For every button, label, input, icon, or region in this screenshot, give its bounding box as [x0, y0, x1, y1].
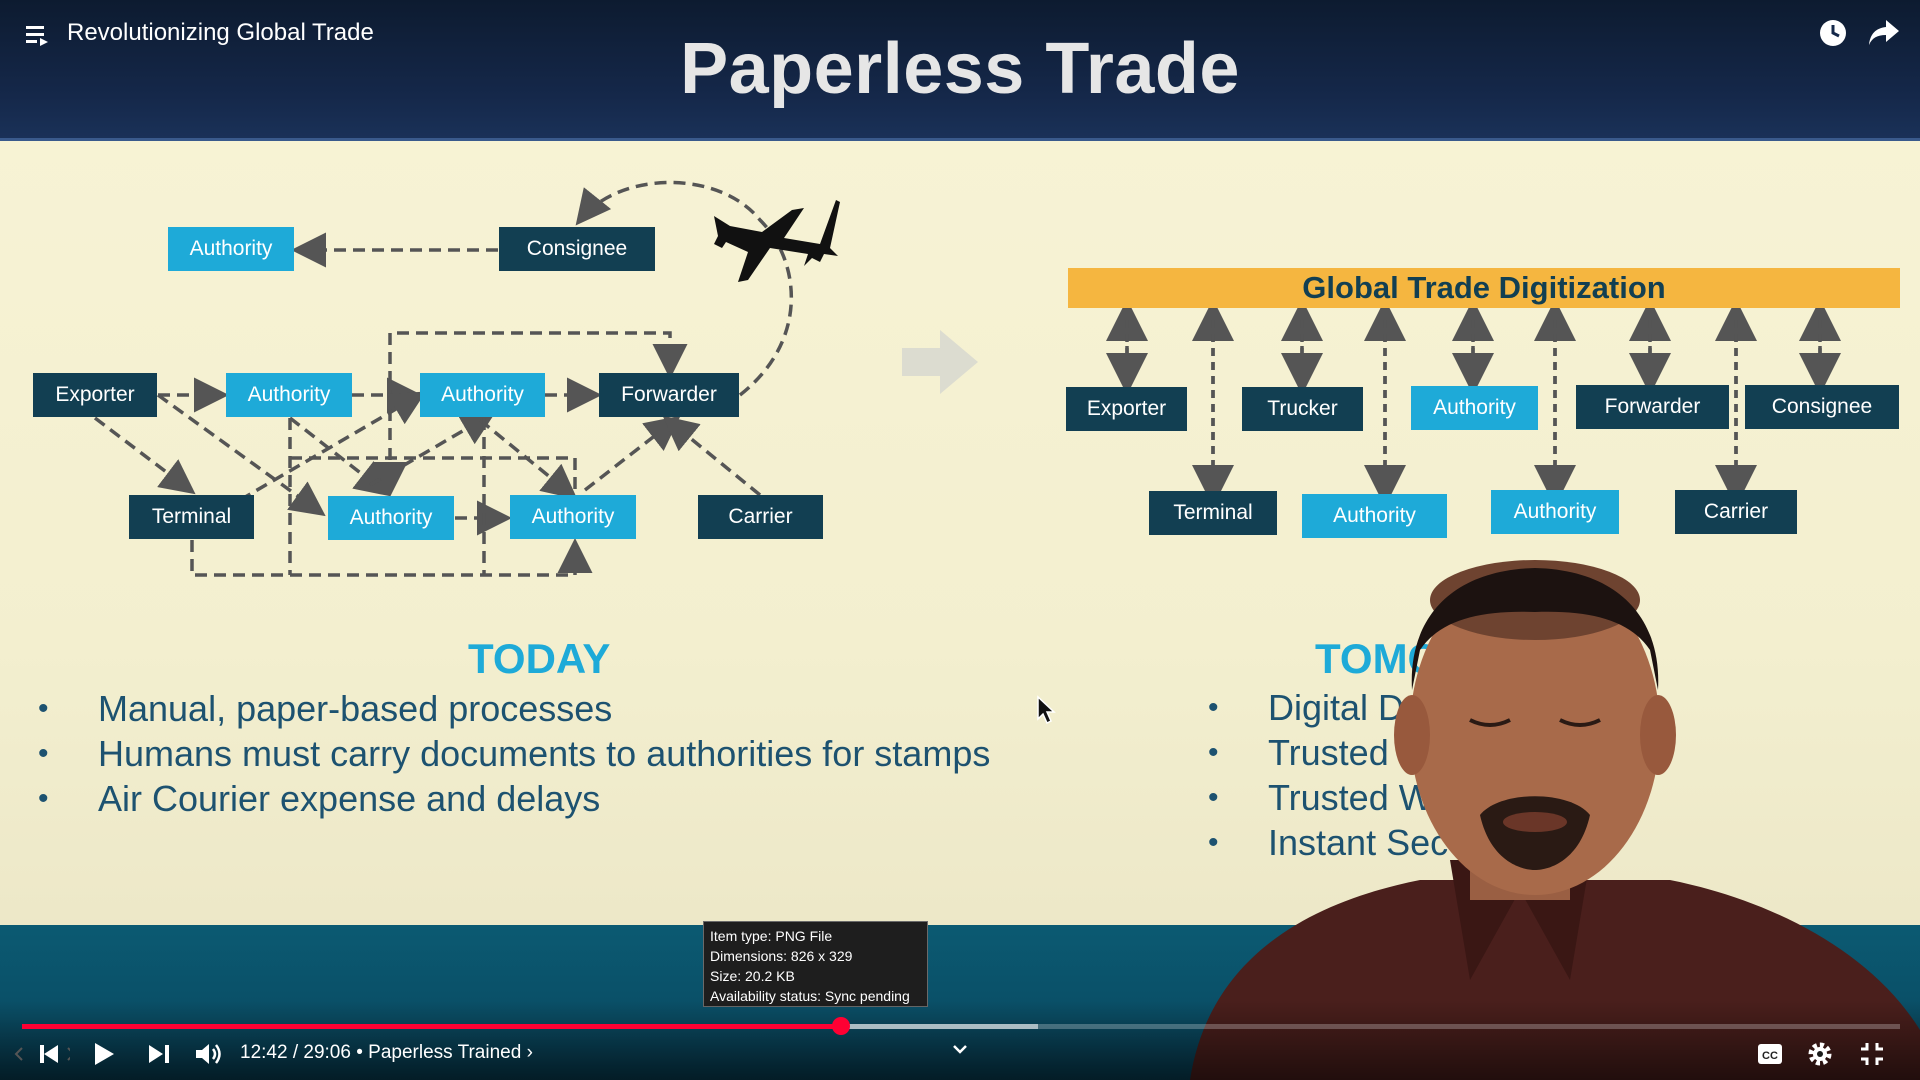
- previous-icon[interactable]: [8, 1040, 70, 1068]
- tooltip-dimensions: Dimensions: 826 x 329: [710, 948, 853, 964]
- right-diagram-arrows: [1106, 308, 1841, 498]
- authority-box-4: Authority: [510, 495, 636, 539]
- player-top-bar: Revolutionizing Global Trade: [0, 0, 1920, 68]
- authority-box-top: Authority: [168, 227, 294, 271]
- authority-box-3: Authority: [328, 496, 454, 540]
- authority-box-1: Authority: [226, 373, 352, 417]
- progress-played: [22, 1024, 841, 1029]
- slide-header: Paperless Trade: [0, 0, 1920, 141]
- tooltip-item-type: Item type: PNG File: [710, 928, 833, 944]
- today-bullet: Manual, paper-based processes: [38, 686, 990, 731]
- right-forwarder-box: Forwarder: [1576, 385, 1729, 429]
- playlist-icon[interactable]: [24, 22, 50, 48]
- right-exporter-box: Exporter: [1066, 387, 1187, 431]
- tomorrow-bullet: Instant Sec: [1208, 820, 1448, 865]
- left-diagram-connectors: [93, 180, 793, 577]
- today-bullet: Air Courier expense and delays: [38, 776, 990, 821]
- terminal-box: Terminal: [129, 495, 254, 539]
- chapter-label[interactable]: Paperless Trained: [368, 1042, 522, 1063]
- right-authority-box-2: Authority: [1491, 490, 1619, 534]
- today-heading: TODAY: [468, 635, 611, 682]
- time-display: 12:42 / 29:06 • Paperless Trained ›: [240, 1042, 533, 1064]
- time-total: 29:06: [303, 1042, 351, 1063]
- right-terminal-box: Terminal: [1149, 491, 1277, 535]
- global-trade-digitization-bar: Global Trade Digitization: [1068, 268, 1900, 308]
- right-authority-box-top: Authority: [1411, 386, 1538, 430]
- chapter-separator: •: [356, 1042, 369, 1063]
- next-icon[interactable]: [146, 1040, 172, 1068]
- captions-icon[interactable]: CC: [1756, 1042, 1784, 1066]
- carrier-box: Carrier: [698, 495, 823, 539]
- controls-gradient: [0, 1000, 1920, 1080]
- today-bullet: Humans must carry documents to authoriti…: [38, 731, 990, 776]
- chapter-chevron-icon[interactable]: ›: [526, 1042, 533, 1063]
- clock-icon[interactable]: [1818, 18, 1848, 48]
- authority-box-2: Authority: [420, 373, 545, 417]
- progress-scrubber[interactable]: [831, 1017, 850, 1035]
- mouse-cursor-icon: [1037, 695, 1056, 725]
- right-carrier-box: Carrier: [1675, 490, 1797, 534]
- exit-fullscreen-icon[interactable]: [1858, 1040, 1886, 1068]
- right-consignee-box: Consignee: [1745, 385, 1899, 429]
- tomorrow-bullet: Trusted W: [1208, 775, 1448, 820]
- airplane-icon: [714, 200, 840, 282]
- gear-icon[interactable]: [1806, 1040, 1834, 1068]
- slide-title: Paperless Trade: [680, 29, 1240, 109]
- chevron-down-icon[interactable]: [950, 1042, 970, 1056]
- forwarder-box: Forwarder: [599, 373, 739, 417]
- file-tooltip: Item type: PNG File Dimensions: 826 x 32…: [703, 921, 928, 1007]
- right-trucker-box: Trucker: [1242, 387, 1363, 431]
- share-icon[interactable]: [1868, 18, 1900, 48]
- tomorrow-bullet: Trusted: [1208, 730, 1448, 775]
- time-current: 12:42: [240, 1042, 288, 1063]
- volume-icon[interactable]: [194, 1040, 224, 1068]
- svg-text:CC: CC: [1762, 1050, 1778, 1062]
- exporter-box: Exporter: [33, 373, 157, 417]
- consignee-box: Consignee: [499, 227, 655, 271]
- today-bullets: Manual, paper-based processes Humans mus…: [38, 686, 990, 821]
- video-title[interactable]: Revolutionizing Global Trade: [67, 19, 374, 46]
- transition-arrow-icon: [902, 330, 978, 394]
- time-separator: /: [292, 1042, 304, 1063]
- play-icon[interactable]: [92, 1040, 116, 1068]
- right-authority-box-1: Authority: [1302, 494, 1447, 538]
- tooltip-size: Size: 20.2 KB: [710, 968, 795, 984]
